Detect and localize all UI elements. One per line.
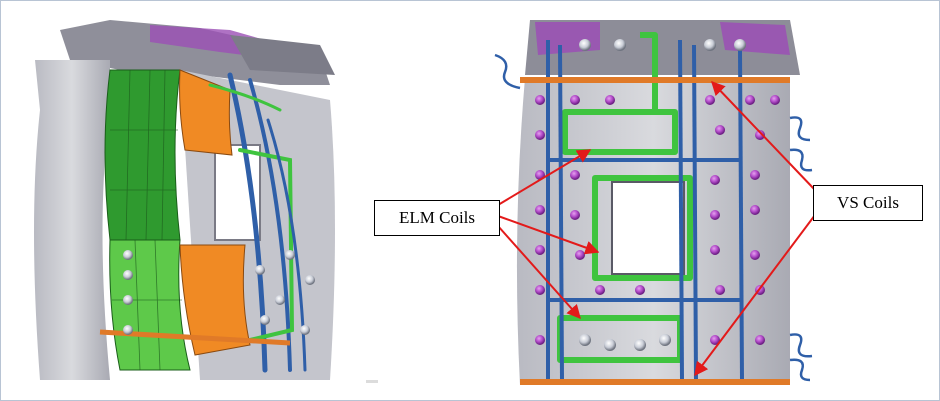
orange-panel-lower	[179, 244, 251, 356]
elm-arrow-upper	[497, 149, 592, 206]
scale-mark	[366, 380, 378, 383]
elm-coil-arrows	[497, 149, 600, 320]
vs-coils-text: VS Coils	[837, 193, 899, 212]
vs-arrow-lower	[694, 214, 816, 377]
blue-conduits	[546, 39, 744, 381]
right-cad-view	[494, 20, 813, 385]
right-window	[611, 181, 685, 275]
vs-coil-arrows	[694, 80, 816, 377]
vs-coils-label: VS Coils	[813, 185, 923, 221]
side-cables	[494, 53, 813, 382]
green-panel-upper	[104, 69, 181, 241]
left-cad-view	[34, 20, 335, 380]
orange-panel-upper	[179, 69, 233, 156]
outer-shell	[34, 60, 110, 380]
left-bolts	[123, 250, 315, 335]
elm-coils-text: ELM Coils	[398, 208, 476, 227]
elm-arrow-lower	[497, 225, 581, 320]
purple-bolts	[535, 95, 780, 345]
elm-coils-label: ELM Coils	[374, 200, 500, 236]
right-purple-right	[720, 22, 790, 55]
upper-block	[230, 35, 335, 75]
green-panel-lower	[109, 239, 191, 371]
vs-arrow-upper	[711, 80, 816, 191]
left-orange-coil	[99, 329, 291, 346]
right-purple-left	[535, 22, 600, 55]
white-bolts	[579, 39, 746, 351]
elm-arrow-middle	[497, 215, 600, 255]
